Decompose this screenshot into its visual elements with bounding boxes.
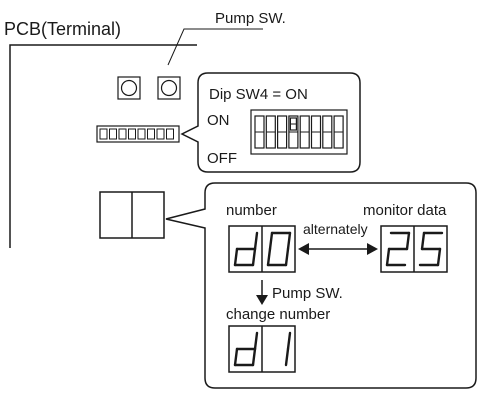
dip-switch-large <box>250 109 348 155</box>
dip-off-label: OFF <box>207 150 237 167</box>
alternately-double-arrow <box>298 243 378 255</box>
dip-switch-small <box>96 125 180 143</box>
dip-on-label: ON <box>207 112 230 129</box>
down-arrow <box>256 280 268 305</box>
number-digit-2 <box>266 231 292 267</box>
segment-b <box>286 231 292 251</box>
display-callout-bubble <box>165 182 477 389</box>
segment-b <box>253 331 259 351</box>
display-block-small <box>99 191 165 239</box>
display-monitor <box>380 225 448 273</box>
dip-toggle-small <box>166 128 174 140</box>
segment-e <box>266 247 272 267</box>
dip-toggle-small <box>137 128 146 140</box>
dip-title: Dip SW4 = ON <box>209 86 308 103</box>
pcb-outline <box>9 44 197 248</box>
change-number-label: change number <box>226 306 330 323</box>
pump-sw-leader <box>167 28 263 66</box>
left-push-button[interactable] <box>117 76 141 100</box>
segment-e <box>385 247 391 267</box>
dip-toggle-small <box>118 128 127 140</box>
pcb-title: PCB(Terminal) <box>4 19 121 39</box>
dip-callout-bubble <box>180 72 361 173</box>
monitor-digit-2 <box>418 231 444 267</box>
segment-b <box>286 331 292 351</box>
segment-e <box>233 247 239 267</box>
dip-toggle-small <box>147 128 155 140</box>
segment-c <box>284 347 290 367</box>
display-changed <box>228 325 296 373</box>
pump-switch-button[interactable] <box>157 76 181 100</box>
dip-toggle-small <box>99 128 108 140</box>
number-digit-1 <box>233 231 259 267</box>
segment-f <box>420 231 426 251</box>
changed-digit-1 <box>233 331 259 367</box>
dip-toggle-small <box>156 128 165 140</box>
segment-c <box>251 347 257 367</box>
monitor-digit-1 <box>385 231 411 267</box>
monitor-data-label: monitor data <box>363 202 447 219</box>
segment-c <box>284 247 290 267</box>
segment-b <box>405 231 411 251</box>
pump-sw-arrow-label: Pump SW. <box>272 285 343 302</box>
dip-toggle-small <box>128 128 136 140</box>
number-label: number <box>226 202 277 219</box>
dip-toggle-small <box>109 128 117 140</box>
segment-c <box>436 247 442 267</box>
display-number <box>228 225 296 273</box>
changed-digit-2 <box>284 331 292 367</box>
pump-sw-label: Pump SW. <box>215 10 286 27</box>
segment-e <box>233 347 239 367</box>
alternately-label: alternately <box>303 221 368 237</box>
segment-c <box>251 247 257 267</box>
segment-f <box>268 231 274 251</box>
segment-b <box>253 231 259 251</box>
